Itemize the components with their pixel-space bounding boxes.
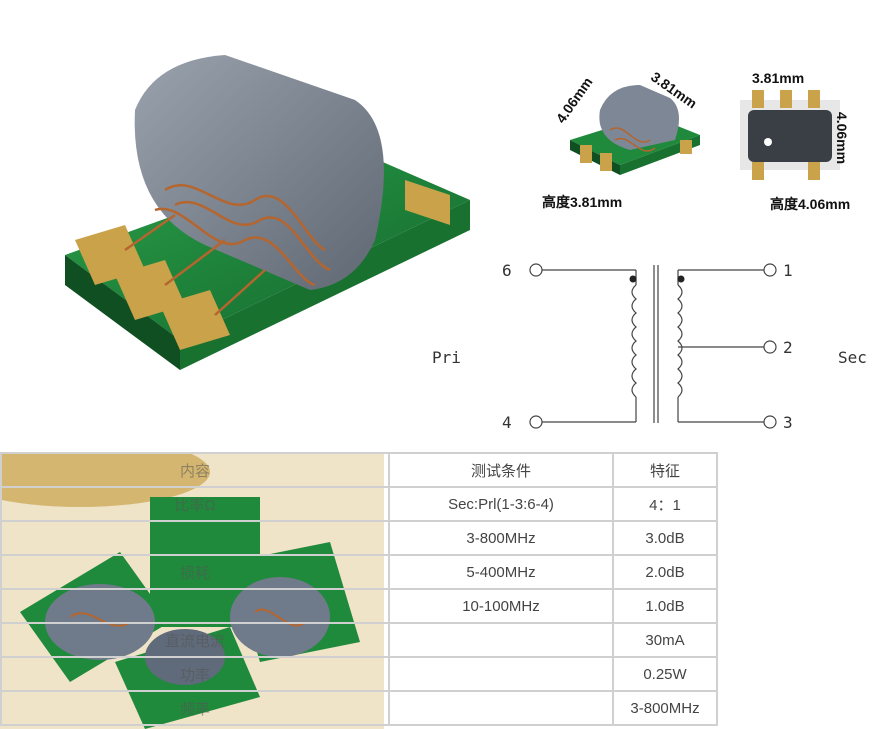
- spec-table: 内容 测试条件 特征 比率Ω Sec:Prl(1-3:6-4) 4：1 3-80…: [0, 452, 718, 726]
- row-value: 3.0dB: [612, 520, 718, 556]
- row-value: 0.25W: [612, 656, 718, 692]
- row-value: 30mA: [612, 622, 718, 658]
- row-param: 频率: [0, 690, 390, 726]
- table-row: 损耗 5-400MHz 2.0dB: [0, 554, 718, 590]
- row-condition: [388, 656, 614, 692]
- transformer-schematic: 6 4 1 2 3: [502, 261, 793, 432]
- row-condition: 3-800MHz: [388, 520, 614, 556]
- top-height-label: 高度4.06mm: [770, 196, 851, 212]
- row-condition: 5-400MHz: [388, 554, 614, 590]
- row-param: 直流电流: [0, 622, 390, 658]
- row-value: 1.0dB: [612, 588, 718, 624]
- row-param: 功率: [0, 656, 390, 692]
- table-row: 10-100MHz 1.0dB: [0, 588, 718, 624]
- header-param: 内容: [0, 452, 390, 488]
- small-transformer-image: [570, 85, 700, 175]
- table-row: 直流电流 30mA: [0, 622, 718, 658]
- transformer-main-photo: [65, 55, 470, 370]
- row-condition: 10-100MHz: [388, 588, 614, 624]
- top-view-transformer-image: [740, 90, 840, 180]
- top-length-label: 4.06mm: [834, 111, 851, 165]
- dimension-height-label: 高度3.81mm: [542, 194, 623, 210]
- primary-label: Pri: [432, 348, 461, 367]
- table-row: 功率 0.25W: [0, 656, 718, 692]
- dimension-photo-angled: 4.06mm 3.81mm 高度3.81mm: [540, 68, 730, 220]
- dimension-photo-top: 3.81mm 4.06mm 高度4.06mm: [730, 70, 880, 220]
- secondary-dot: [677, 275, 685, 283]
- pin-1-label: 1: [783, 261, 793, 280]
- pin-4-label: 4: [502, 413, 512, 432]
- header-value: 特征: [612, 452, 718, 488]
- row-condition: [388, 622, 614, 658]
- row-param: [0, 520, 390, 556]
- pin-3-label: 3: [783, 413, 793, 432]
- row-param: 比率Ω: [0, 486, 390, 522]
- header-condition: 测试条件: [388, 452, 614, 488]
- secondary-label: Sec: [838, 348, 867, 367]
- row-param: [0, 588, 390, 624]
- row-value: 2.0dB: [612, 554, 718, 590]
- row-condition: Sec:Prl(1-3:6-4): [388, 486, 614, 522]
- top-width-label: 3.81mm: [752, 70, 805, 86]
- row-condition: [388, 690, 614, 726]
- table-row: 3-800MHz 3.0dB: [0, 520, 718, 556]
- primary-dot: [629, 275, 637, 283]
- table-header-row: 内容 测试条件 特征: [0, 452, 718, 488]
- pin-2-label: 2: [783, 338, 793, 357]
- row-value: 4：1: [612, 486, 718, 522]
- table-row: 比率Ω Sec:Prl(1-3:6-4) 4：1: [0, 486, 718, 522]
- row-param: 损耗: [0, 554, 390, 590]
- row-value: 3-800MHz: [612, 690, 718, 726]
- table-row: 频率 3-800MHz: [0, 690, 718, 726]
- pin-6-label: 6: [502, 261, 512, 280]
